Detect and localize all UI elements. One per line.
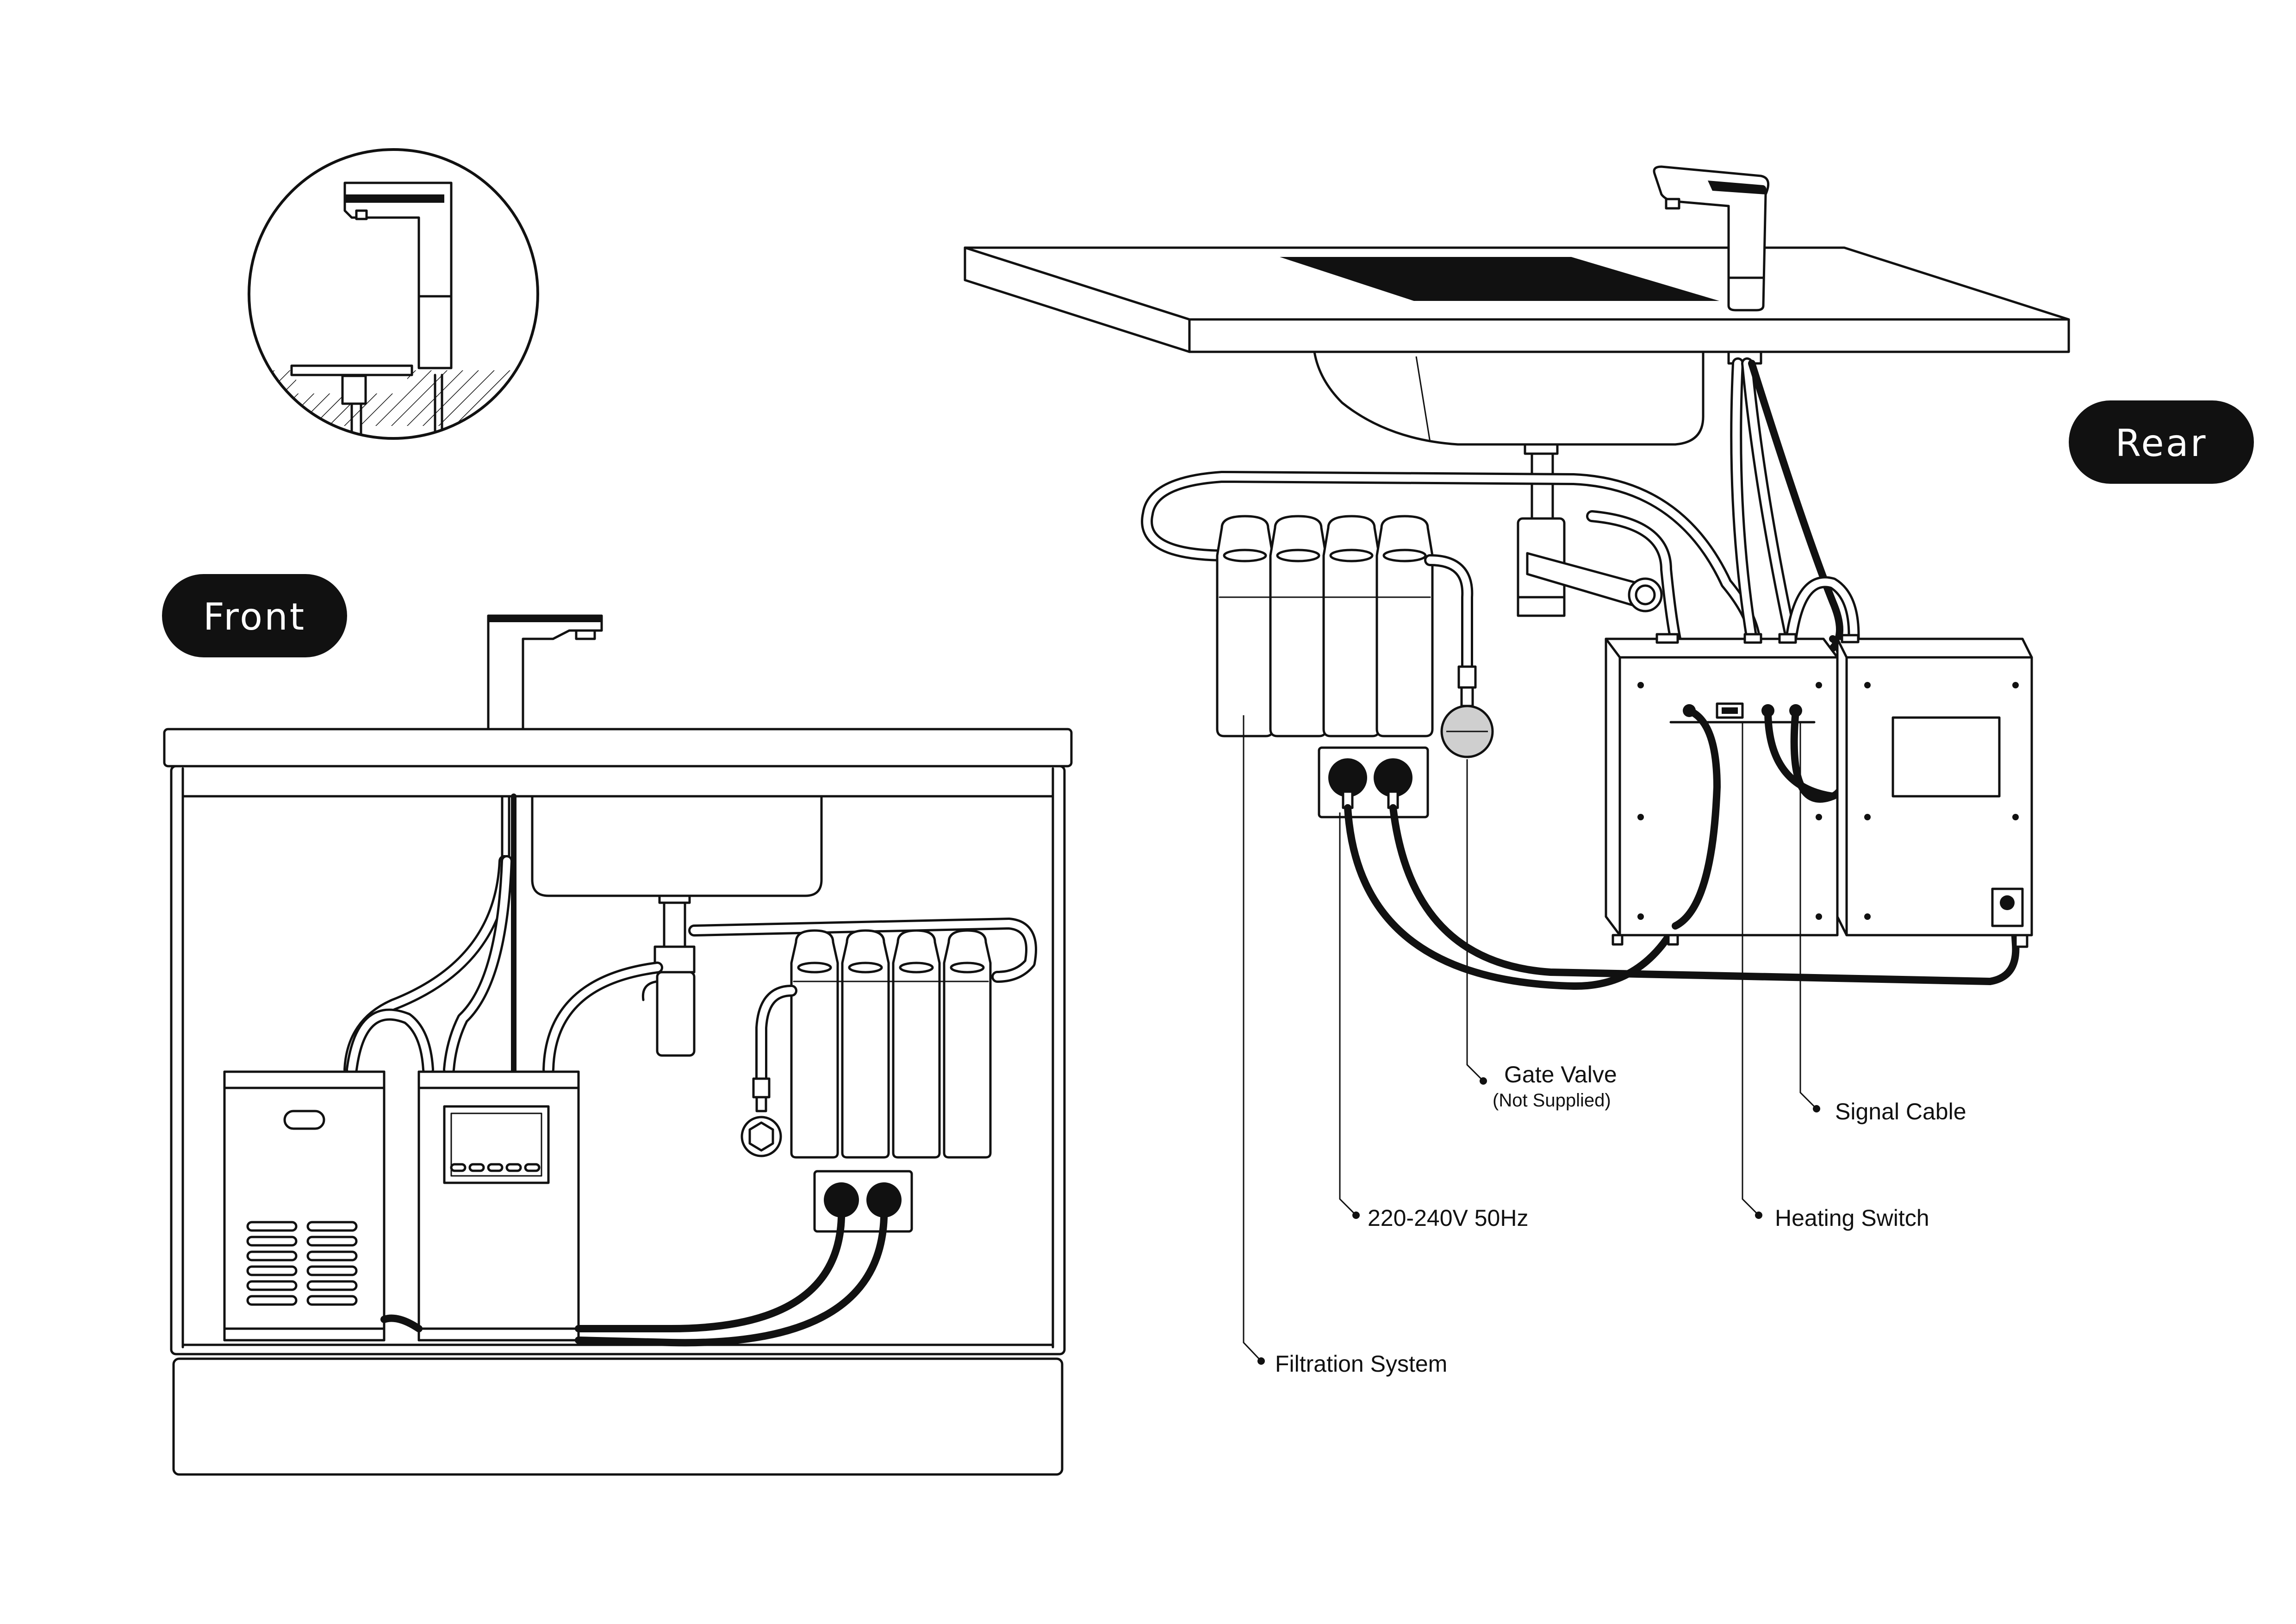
front-view: Front <box>162 574 1073 1476</box>
rear-faucet <box>1653 165 1770 312</box>
front-countertop <box>163 728 1073 768</box>
callout-gate-valve-note: (Not Supplied) <box>1493 1090 1611 1111</box>
front-filtration-system <box>790 929 992 1159</box>
callout-power: 220-240V 50Hz <box>1368 1205 1528 1231</box>
callout-filtration-system: Filtration System <box>1275 1351 1447 1377</box>
rear-sink-bowl <box>1313 350 1705 446</box>
front-tank-vents <box>246 1221 358 1306</box>
tap-detail-inset <box>248 148 539 440</box>
rear-power-socket <box>1318 746 1429 818</box>
callout-gate-valve: Gate Valve <box>1504 1062 1617 1087</box>
front-label: Front <box>162 574 347 657</box>
rear-boiler-tank <box>1836 637 2033 948</box>
front-faucet <box>487 614 603 733</box>
rear-view: Rear <box>964 165 2254 1377</box>
rear-filtration-system <box>1216 515 1434 737</box>
front-sink-basin <box>531 795 823 897</box>
front-boiler-tank <box>223 1070 386 1342</box>
front-control-tank <box>417 1070 580 1342</box>
front-plinth <box>172 1357 1064 1476</box>
rear-label: Rear <box>2069 400 2254 484</box>
callout-leaders <box>1243 715 1820 1365</box>
front-power-socket <box>813 1170 913 1233</box>
rear-control-tank <box>1605 637 1839 946</box>
rear-countertop <box>964 246 2070 353</box>
callout-heating-switch: Heating Switch <box>1775 1205 1929 1231</box>
callout-signal-cable: Signal Cable <box>1835 1099 1966 1124</box>
rear-label-text: Rear <box>2115 422 2207 465</box>
front-cabinet <box>170 765 1066 1355</box>
front-label-text: Front <box>203 595 306 638</box>
